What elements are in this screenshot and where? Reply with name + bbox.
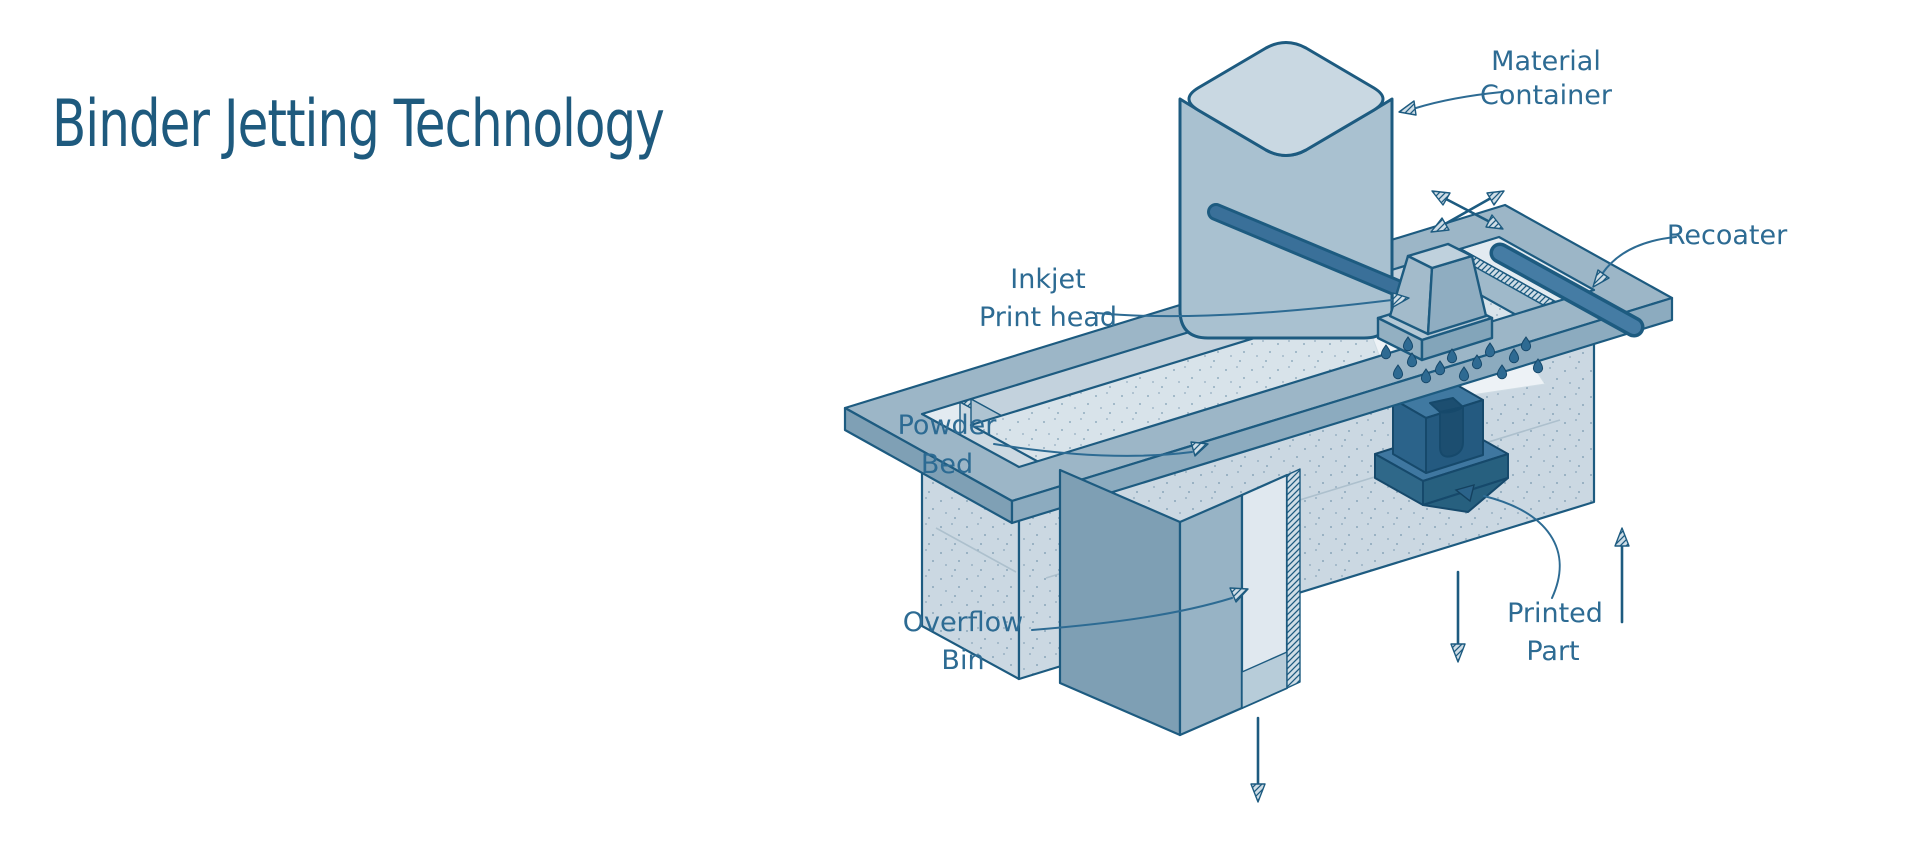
inkjet-label-line2: Print head bbox=[979, 302, 1117, 333]
printed-part-arrowhead bbox=[1454, 484, 1475, 503]
head-plate-front bbox=[1420, 316, 1494, 362]
material-container-arrowhead bbox=[1398, 100, 1417, 116]
head-frustum-top bbox=[1406, 242, 1474, 270]
platform-down-arrow bbox=[1450, 570, 1466, 663]
printed-part-label-line1: Printed bbox=[1507, 598, 1603, 629]
material-container-label-line2: Container bbox=[1480, 80, 1613, 111]
recoater-arrowhead bbox=[1592, 269, 1610, 288]
powder-bed-arrowhead bbox=[1190, 441, 1209, 457]
container-top bbox=[1187, 41, 1385, 157]
feed-up-arrow bbox=[1614, 527, 1630, 624]
rim-side-front bbox=[1010, 296, 1674, 525]
overflow-down-arrow bbox=[1250, 716, 1266, 803]
label-powder-bed: Powder Bed bbox=[898, 410, 1209, 480]
label-inkjet-print-head: Inkjet Print head bbox=[979, 264, 1410, 333]
printed-part bbox=[1374, 380, 1509, 513]
printhead-motion-arrows bbox=[1430, 190, 1505, 233]
overflow-bin bbox=[1058, 468, 1301, 737]
material-container-leader bbox=[1415, 91, 1503, 109]
bin-hatched-wall bbox=[1286, 468, 1301, 689]
recoater-rod bbox=[1489, 242, 1645, 338]
inkjet-arrowhead bbox=[1392, 292, 1410, 308]
recoater-label: Recoater bbox=[1667, 220, 1788, 251]
u-slot-top bbox=[1429, 397, 1464, 413]
printed-part-leader bbox=[1483, 495, 1561, 599]
recoater-leader bbox=[1601, 236, 1677, 275]
inkjet-label-line1: Inkjet bbox=[1010, 264, 1085, 295]
overflow-bin-arrowhead bbox=[1229, 587, 1249, 603]
overflow-bin-label-line2: Bin bbox=[941, 645, 984, 676]
inkjet-leader bbox=[1096, 299, 1393, 318]
page-title: Binder Jetting Technology bbox=[52, 86, 665, 162]
powder-bed-leader bbox=[993, 443, 1193, 457]
label-recoater: Recoater bbox=[1592, 220, 1788, 288]
powder-bed-label-line1: Powder bbox=[898, 410, 998, 441]
label-overflow-bin: Overflow Bin bbox=[903, 587, 1249, 676]
powder-level-line-left bbox=[935, 527, 1017, 573]
label-printed-part: Printed Part bbox=[1454, 484, 1603, 667]
printed-part-label-line2: Part bbox=[1526, 636, 1579, 667]
overflow-bin-label-line1: Overflow bbox=[903, 607, 1024, 638]
bin-return-wall bbox=[1178, 493, 1244, 737]
overflow-bin-leader bbox=[1031, 597, 1233, 631]
label-material-container: Material Container bbox=[1398, 46, 1613, 116]
box-rim bbox=[843, 203, 1674, 525]
u-slot bbox=[1439, 406, 1464, 458]
material-container bbox=[1178, 41, 1394, 340]
material-container-label-line1: Material bbox=[1491, 46, 1601, 77]
powder-bed-label-line2: Bed bbox=[921, 449, 973, 480]
